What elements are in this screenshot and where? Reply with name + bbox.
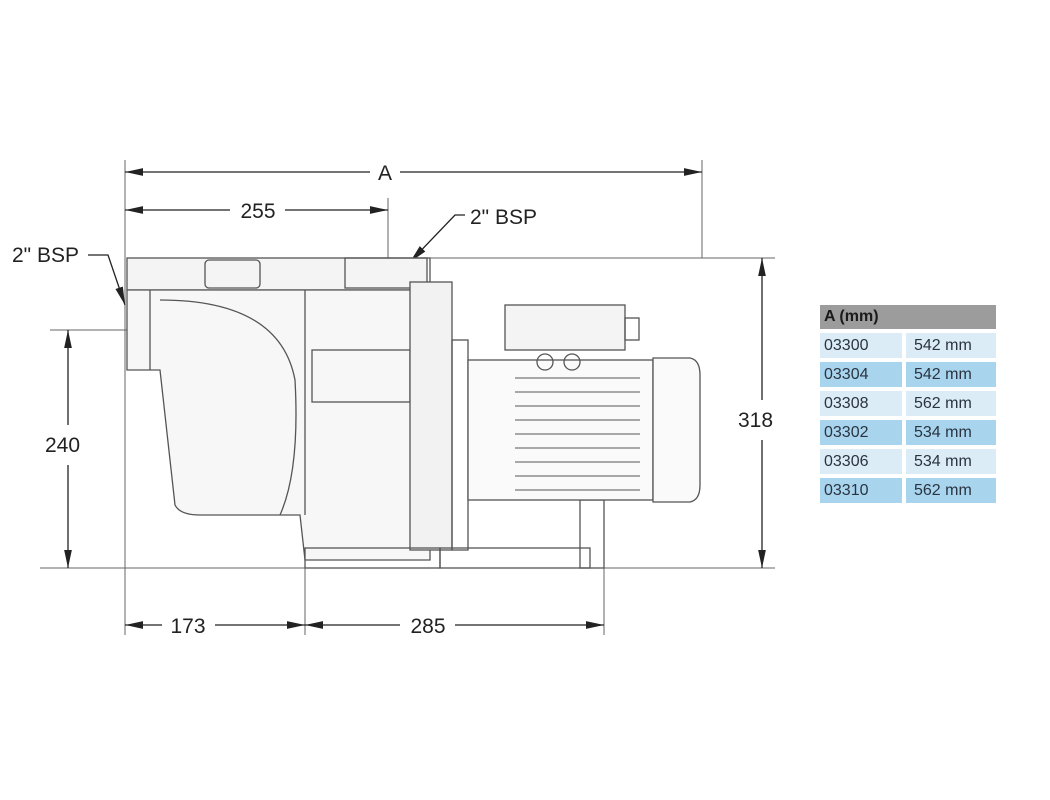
dimension-lines	[64, 168, 766, 629]
inlet-bsp-label: 2" BSP	[12, 244, 79, 267]
dim-240-label: 240	[45, 434, 80, 457]
dim-a-label: A	[378, 162, 392, 185]
model-cell: 03306	[820, 449, 902, 474]
model-cell: 03302	[820, 420, 902, 445]
model-cell: 03304	[820, 362, 902, 387]
value-cell: 534 mm	[906, 449, 996, 474]
fan-cover	[652, 357, 701, 503]
value-cell: 562 mm	[906, 391, 996, 416]
pump-illustration	[126, 257, 701, 569]
terminal-box	[504, 304, 626, 351]
dim-173-label: 173	[170, 615, 205, 638]
strainer-lid	[126, 257, 428, 291]
dim-255-label: 255	[240, 200, 275, 223]
dim-285-label: 285	[410, 615, 445, 638]
value-cell: 534 mm	[906, 420, 996, 445]
outlet-bsp-label: 2" BSP	[470, 206, 537, 229]
motor	[467, 359, 654, 501]
model-cell: 03308	[820, 391, 902, 416]
value-cell: 562 mm	[906, 478, 996, 503]
model-cell: 03310	[820, 478, 902, 503]
pump-housing	[126, 289, 431, 561]
dim-318-label: 318	[738, 409, 773, 432]
table-header: A (mm)	[820, 305, 996, 329]
value-cell: 542 mm	[906, 333, 996, 358]
flange	[409, 281, 453, 551]
value-cell: 542 mm	[906, 362, 996, 387]
model-cell: 03300	[820, 333, 902, 358]
